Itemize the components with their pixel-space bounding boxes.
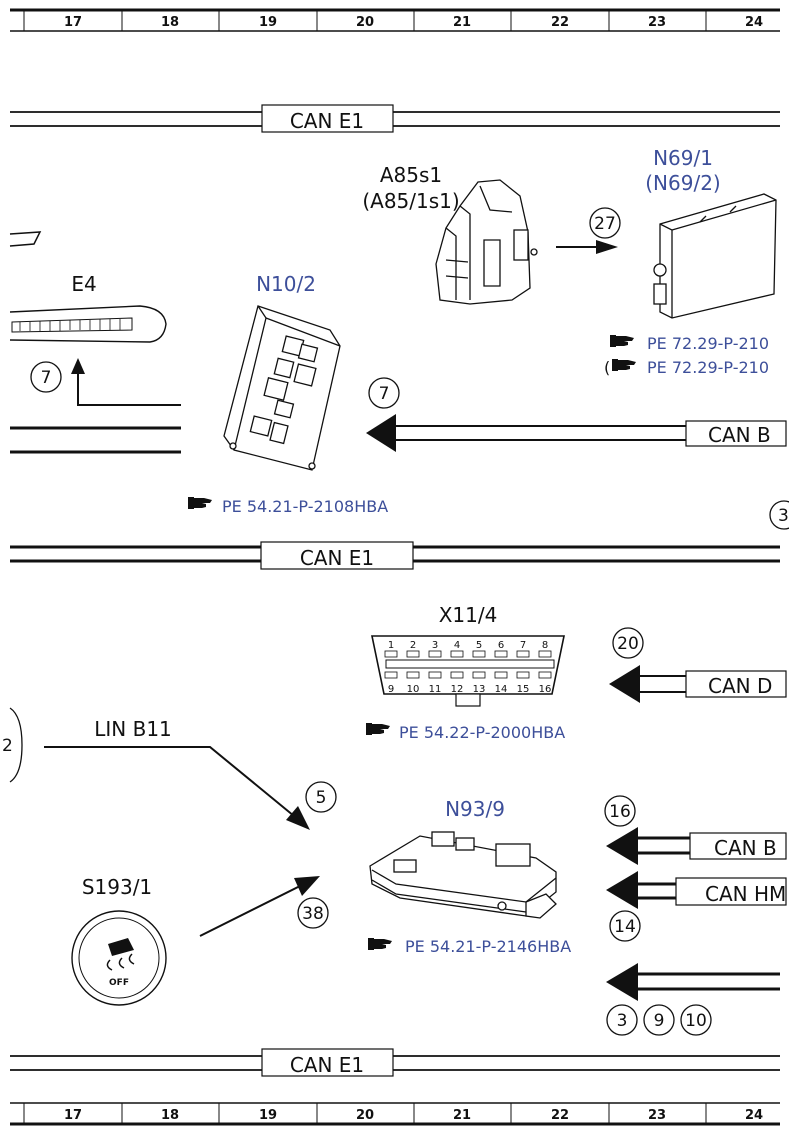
ruler-col-24: 24 bbox=[745, 1108, 763, 1123]
ruler-col-21: 21 bbox=[453, 15, 471, 30]
can-e1-bus-top: CAN E1 bbox=[10, 104, 780, 133]
ruler-col-18: 18 bbox=[161, 1108, 179, 1123]
callout-10: 10 bbox=[685, 1011, 707, 1031]
lin-b11-label: LIN B11 bbox=[94, 717, 172, 741]
can-e1-middle-label: CAN E1 bbox=[300, 546, 374, 570]
obd-pin: 12 bbox=[451, 684, 464, 695]
ruler-col-17: 17 bbox=[64, 1108, 82, 1123]
callout-14: 14 bbox=[614, 917, 636, 937]
obd-pin: 9 bbox=[388, 684, 394, 695]
obd-pin: 3 bbox=[432, 640, 438, 651]
n10-ref: PE 54.21-P-2108HBA bbox=[188, 497, 388, 516]
obd-pin: 14 bbox=[495, 684, 508, 695]
callout-9: 9 bbox=[654, 1011, 665, 1031]
can-e1-bus-middle: CAN E1 bbox=[10, 541, 780, 570]
s193-1-label: S193/1 bbox=[82, 875, 152, 899]
pointing-hand-icon bbox=[368, 938, 392, 950]
a85s1-switch-drawing bbox=[435, 179, 538, 305]
obd-pin: 6 bbox=[498, 640, 504, 651]
pointing-hand-icon bbox=[610, 335, 634, 347]
n69-module-drawing bbox=[653, 193, 777, 319]
n93-module-drawing bbox=[369, 831, 557, 919]
callout-3: 3 bbox=[617, 1011, 628, 1031]
can-e1-bottom-label: CAN E1 bbox=[290, 1053, 364, 1077]
pointing-hand-icon bbox=[188, 497, 212, 509]
obd-pin: 15 bbox=[517, 684, 530, 695]
a85s1-alt-label: (A85/1s1) bbox=[362, 189, 459, 213]
n93-9-label: N93/9 bbox=[445, 797, 505, 821]
ruler-col-19: 19 bbox=[259, 1108, 277, 1123]
callout-5: 5 bbox=[316, 788, 327, 808]
can-e1-top-label: CAN E1 bbox=[290, 109, 364, 133]
n69-ref-a-text: PE 72.29-P-210 bbox=[647, 334, 769, 353]
esp-off-switch-icon: OFF bbox=[71, 910, 167, 1006]
can-d-label: CAN D bbox=[708, 674, 772, 698]
top-ruler: 17 18 19 20 21 22 23 24 bbox=[10, 8, 780, 32]
callout-38: 38 bbox=[302, 904, 324, 924]
x11-ref: PE 54.22-P-2000HBA bbox=[366, 723, 565, 742]
n69-ref-b-prefix: ( bbox=[604, 358, 610, 377]
n69-ref-a: PE 72.29-P-210 bbox=[610, 334, 769, 353]
ruler-col-21: 21 bbox=[453, 1108, 471, 1123]
ruler-col-20: 20 bbox=[356, 1108, 374, 1123]
callout-edge-2: 2 bbox=[2, 736, 13, 756]
ruler-col-23: 23 bbox=[648, 15, 666, 30]
ruler-col-22: 22 bbox=[551, 1108, 569, 1123]
obd-pin: 11 bbox=[429, 684, 442, 695]
callout-7-right: 7 bbox=[379, 384, 390, 404]
n10-ref-text: PE 54.21-P-2108HBA bbox=[222, 497, 388, 516]
x11-4-label: X11/4 bbox=[439, 603, 498, 627]
obd-pin: 7 bbox=[520, 640, 526, 651]
obd-pin: 16 bbox=[539, 684, 552, 695]
n10-2-label: N10/2 bbox=[256, 272, 316, 296]
e4-label: E4 bbox=[71, 272, 96, 296]
n69-2-label: (N69/2) bbox=[645, 171, 720, 195]
e4-lamp-drawing bbox=[9, 305, 167, 343]
x11-obd-connector-drawing: 1 2 3 4 5 6 7 8 9 10 11 12 13 14 15 16 bbox=[371, 635, 565, 707]
obd-pin: 2 bbox=[410, 640, 416, 651]
n69-1-label: N69/1 bbox=[653, 146, 713, 170]
ruler-col-22: 22 bbox=[551, 15, 569, 30]
ruler-col-24: 24 bbox=[745, 15, 763, 30]
can-b-upper-label: CAN B bbox=[708, 423, 771, 447]
ruler-col-19: 19 bbox=[259, 15, 277, 30]
obd-pin: 1 bbox=[388, 640, 394, 651]
n69-ref-b: ( PE 72.29-P-210 bbox=[604, 358, 769, 377]
bottom-ruler: 17 18 19 20 21 22 23 24 bbox=[10, 1102, 780, 1126]
x11-ref-text: PE 54.22-P-2000HBA bbox=[399, 723, 565, 742]
e4-partial-drawing bbox=[9, 231, 42, 247]
can-e1-bus-bottom: CAN E1 bbox=[10, 1048, 780, 1077]
ruler-col-20: 20 bbox=[356, 15, 374, 30]
n93-ref: PE 54.21-P-2146HBA bbox=[368, 937, 571, 956]
a85s1-label: A85s1 bbox=[380, 163, 442, 187]
off-text: OFF bbox=[109, 978, 129, 988]
edge-callout-circle bbox=[9, 707, 23, 783]
callout-7-left: 7 bbox=[41, 368, 52, 388]
can-b-lower-label: CAN B bbox=[714, 836, 777, 860]
obd-pin: 13 bbox=[473, 684, 486, 695]
obd-pin: 10 bbox=[407, 684, 420, 695]
can-hm-label: CAN HM bbox=[705, 882, 786, 906]
n10-module-drawing bbox=[223, 305, 341, 471]
ruler-col-18: 18 bbox=[161, 15, 179, 30]
pointing-hand-icon bbox=[612, 359, 636, 371]
ruler-col-23: 23 bbox=[648, 1108, 666, 1123]
callout-16: 16 bbox=[609, 802, 631, 822]
pointing-hand-icon bbox=[366, 723, 390, 735]
n93-ref-text: PE 54.21-P-2146HBA bbox=[405, 937, 571, 956]
obd-pin: 8 bbox=[542, 640, 548, 651]
callout-20: 20 bbox=[617, 634, 639, 654]
callout-27: 27 bbox=[594, 214, 616, 234]
obd-pin: 4 bbox=[454, 640, 460, 651]
ruler-col-17: 17 bbox=[64, 15, 82, 30]
callout-edge-3: 3 bbox=[778, 506, 789, 526]
n69-ref-b-text: PE 72.29-P-210 bbox=[647, 358, 769, 377]
obd-pin: 5 bbox=[476, 640, 482, 651]
